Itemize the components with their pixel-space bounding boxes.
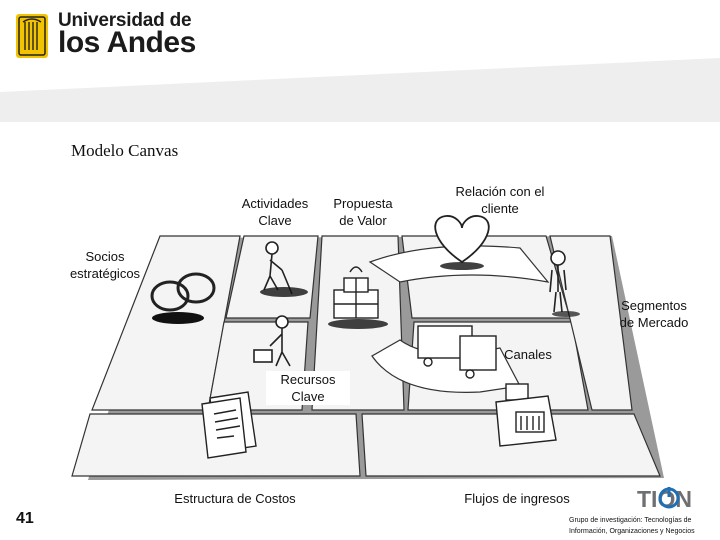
university-name-line2: los Andes [58, 26, 196, 59]
gift-box-icon [333, 266, 379, 319]
customer-figure-icon [549, 250, 567, 313]
documents-icon [201, 391, 257, 459]
university-name-line1: Universidad de [58, 10, 192, 31]
worker-figure-icon [263, 241, 293, 295]
board-panels [71, 235, 661, 477]
resource-worker-icon [253, 315, 291, 367]
university-logo-icon [16, 14, 48, 58]
header-band [0, 0, 720, 122]
label-cost-structure: Estructura de Costos [174, 491, 296, 506]
truck-icon [417, 325, 497, 379]
heart-icon [434, 215, 490, 264]
rings-icon [150, 272, 216, 312]
footer-credit: Grupo de investigación: Tecnologías de I… [569, 517, 695, 535]
rings-shadow [152, 312, 204, 324]
cash-register-icon [495, 383, 557, 447]
label-channels: Canales [504, 347, 552, 362]
tion-logo-icon: TION [637, 486, 692, 511]
page-number: 41 [16, 510, 34, 527]
slide-title: Modelo Canvas [71, 141, 179, 160]
label-revenue-streams: Flujos de ingresos [464, 491, 570, 506]
